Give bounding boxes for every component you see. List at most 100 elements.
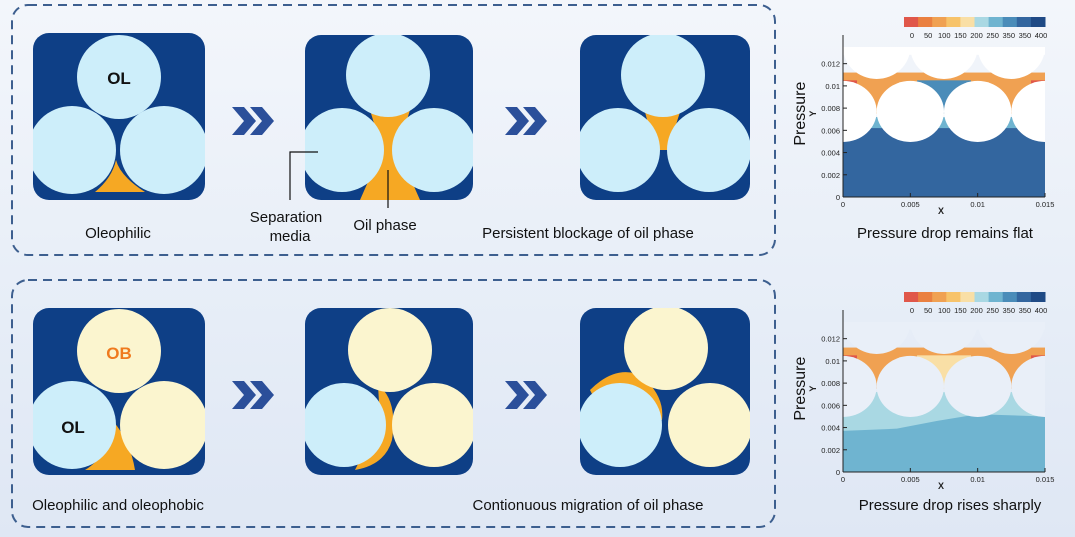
colorbar-swatch <box>960 292 975 302</box>
x-tick-label: 0.005 <box>901 200 920 209</box>
caption-continuous-migration: Contionuous migration of oil phase <box>473 497 704 514</box>
colorbar-swatch <box>946 17 961 27</box>
ob-label: OB <box>106 344 132 363</box>
oleophobic-circle <box>392 383 473 467</box>
x-axis-label: X <box>938 206 944 216</box>
colorbar-label: 400 <box>1035 31 1048 40</box>
y-tick-label: 0.008 <box>821 379 840 388</box>
y-tick-label: 0.012 <box>821 60 840 69</box>
colorbar-swatch <box>1002 292 1018 302</box>
y-axis-label: Y <box>808 111 818 117</box>
colorbar-swatch <box>932 292 947 302</box>
colorbar-swatch <box>918 292 933 302</box>
media-circle <box>621 35 705 117</box>
high-pressure-region <box>843 414 1045 472</box>
particle <box>843 355 877 417</box>
colorbar-label: 350 <box>1019 306 1032 315</box>
colorbar-swatch <box>904 292 919 302</box>
colorbar-swatch <box>1030 17 1046 27</box>
particle <box>843 80 877 142</box>
media-circle <box>667 108 750 192</box>
particle <box>876 355 944 418</box>
y-tick-label: 0.01 <box>825 357 840 366</box>
caption-oleophilic-oleophobic: Oleophilic and oleophobic <box>32 497 204 514</box>
x-tick-label: 0 <box>841 200 845 209</box>
double-chevron-icon <box>232 381 274 409</box>
x-tick-label: 0 <box>841 475 845 484</box>
oleophobic-circle <box>348 308 432 392</box>
bottom-panel-middle <box>305 308 473 475</box>
x-tick-label: 0.01 <box>970 475 985 484</box>
caption-persistent-blockage: Persistent blockage of oil phase <box>482 225 694 242</box>
media-circle <box>580 108 660 192</box>
plot-caption-flat: Pressure drop remains flat <box>857 225 1034 242</box>
y-tick-label: 0.006 <box>821 401 840 410</box>
double-chevron-icon <box>505 381 547 409</box>
colorbar-label: 200 <box>970 306 983 315</box>
colorbar-swatch <box>1016 17 1032 27</box>
colorbar-label: 50 <box>924 31 932 40</box>
colorbar-label: 150 <box>954 31 967 40</box>
colorbar-swatch <box>946 292 961 302</box>
caption-oleophilic: Oleophilic <box>85 225 151 242</box>
media-circle <box>305 108 384 192</box>
particle <box>1011 80 1045 142</box>
colorbar-swatch <box>918 17 933 27</box>
pressure-axis-title: Pressure <box>792 357 809 421</box>
colorbar-swatch <box>1016 292 1032 302</box>
double-chevron-icon <box>232 107 274 135</box>
colorbar-swatch <box>904 17 919 27</box>
x-tick-label: 0.015 <box>1036 200 1055 209</box>
y-tick-label: 0.002 <box>821 171 840 180</box>
y-tick-label: 0.004 <box>821 424 840 433</box>
plot-caption-rising: Pressure drop rises sharply <box>859 497 1042 514</box>
media-circle <box>77 35 161 119</box>
colorbar-swatch <box>974 292 990 302</box>
colorbar-label: 100 <box>938 31 951 40</box>
ol-label: OL <box>61 418 85 437</box>
high-pressure-region <box>843 128 1045 197</box>
media-circle <box>33 106 116 194</box>
media-circle <box>346 35 430 117</box>
annotation-separation-media: Separation media <box>250 151 323 245</box>
oil-phase-blob <box>355 385 394 470</box>
oleophilic-circle <box>33 381 116 469</box>
particle <box>1011 355 1045 417</box>
colorbar-label: 0 <box>910 31 914 40</box>
y-tick-label: 0.002 <box>821 446 840 455</box>
top-panel-final <box>580 35 750 200</box>
particle <box>944 355 1012 418</box>
y-tick-label: 0.012 <box>821 335 840 344</box>
colorbar-label: 200 <box>970 31 983 40</box>
y-tick-label: 0.01 <box>825 82 840 91</box>
y-tick-label: 0.008 <box>821 104 840 113</box>
y-axis-label: Y <box>808 386 818 392</box>
svg-text:Separation: Separation <box>250 209 323 226</box>
oleophilic-circle <box>580 383 662 467</box>
colorbar-swatch <box>1030 292 1046 302</box>
annotation-oil-phase: Oil phase <box>353 170 417 234</box>
media-circle <box>392 108 473 192</box>
bottom-panel-initial <box>33 308 205 475</box>
colorbar-label: 150 <box>954 306 967 315</box>
colorbar-label: 350 <box>1002 306 1015 315</box>
colorbar-swatch <box>974 17 990 27</box>
colorbar-label: 100 <box>938 306 951 315</box>
top-row-frame <box>11 4 776 256</box>
y-tick-label: 0 <box>836 468 840 477</box>
oleophobic-circle <box>624 308 708 390</box>
double-chevron-icon <box>505 107 547 135</box>
colorbar-label: 350 <box>1002 31 1015 40</box>
colorbar-swatch <box>988 17 1004 27</box>
oleophobic-circle <box>120 381 205 469</box>
bottom-row-frame <box>11 279 776 528</box>
oil-phase-blob <box>95 160 145 192</box>
pressure-axis-title: Pressure <box>792 82 809 146</box>
y-tick-label: 0.004 <box>821 149 840 158</box>
y-tick-label: 0 <box>836 193 840 202</box>
top-panel-middle <box>305 35 473 200</box>
ol-label: OL <box>107 69 131 88</box>
colorbar-label: 50 <box>924 306 932 315</box>
